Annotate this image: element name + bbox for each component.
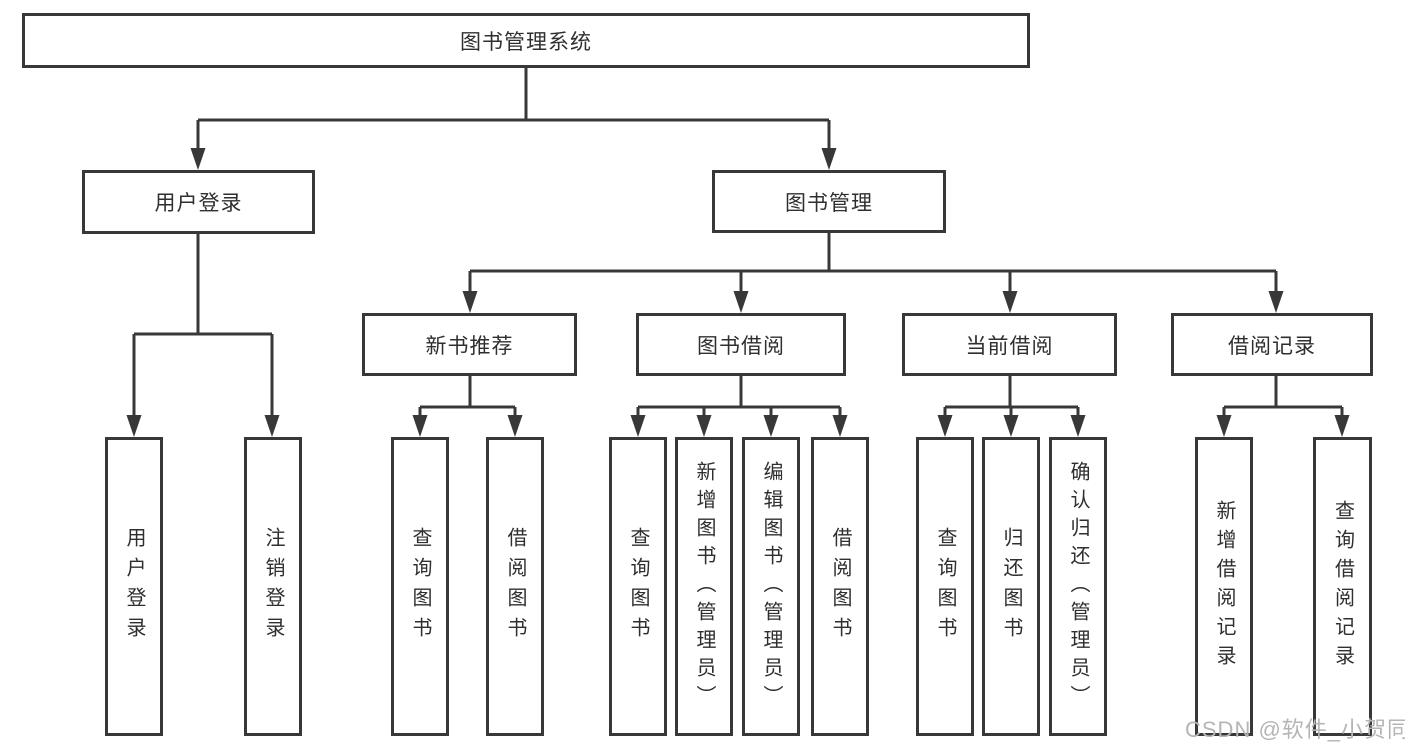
node-confirm-return-admin: 确认归还（管理员） [1049,437,1107,736]
node-root: 图书管理系统 [22,13,1030,68]
node-logout: 注销登录 [244,437,302,736]
node-borrowing-records: 借阅记录 [1171,313,1373,376]
node-add-borrow-record: 新增借阅记录 [1195,437,1253,736]
node-borrow-books-borrowing: 借阅图书 [811,437,869,736]
node-new-book-recommend: 新书推荐 [362,313,577,376]
node-user-login-leaf: 用户登录 [105,437,163,736]
node-edit-book-admin: 编辑图书（管理员） [742,437,800,736]
node-query-books-current: 查询图书 [916,437,974,736]
node-book-management: 图书管理 [712,170,946,233]
node-book-borrowing: 图书借阅 [636,313,846,376]
node-add-book-admin: 新增图书（管理员） [675,437,733,736]
node-user-login: 用户登录 [82,170,315,234]
node-query-books-recommend: 查询图书 [391,437,449,736]
watermark: CSDN @软件_小贺同学 [1185,717,1405,742]
node-borrow-books-recommend: 借阅图书 [486,437,544,736]
node-query-books-borrowing: 查询图书 [609,437,667,736]
node-current-borrowing: 当前借阅 [902,313,1117,376]
node-return-book: 归还图书 [982,437,1040,736]
node-query-borrow-record: 查询借阅记录 [1313,437,1372,736]
